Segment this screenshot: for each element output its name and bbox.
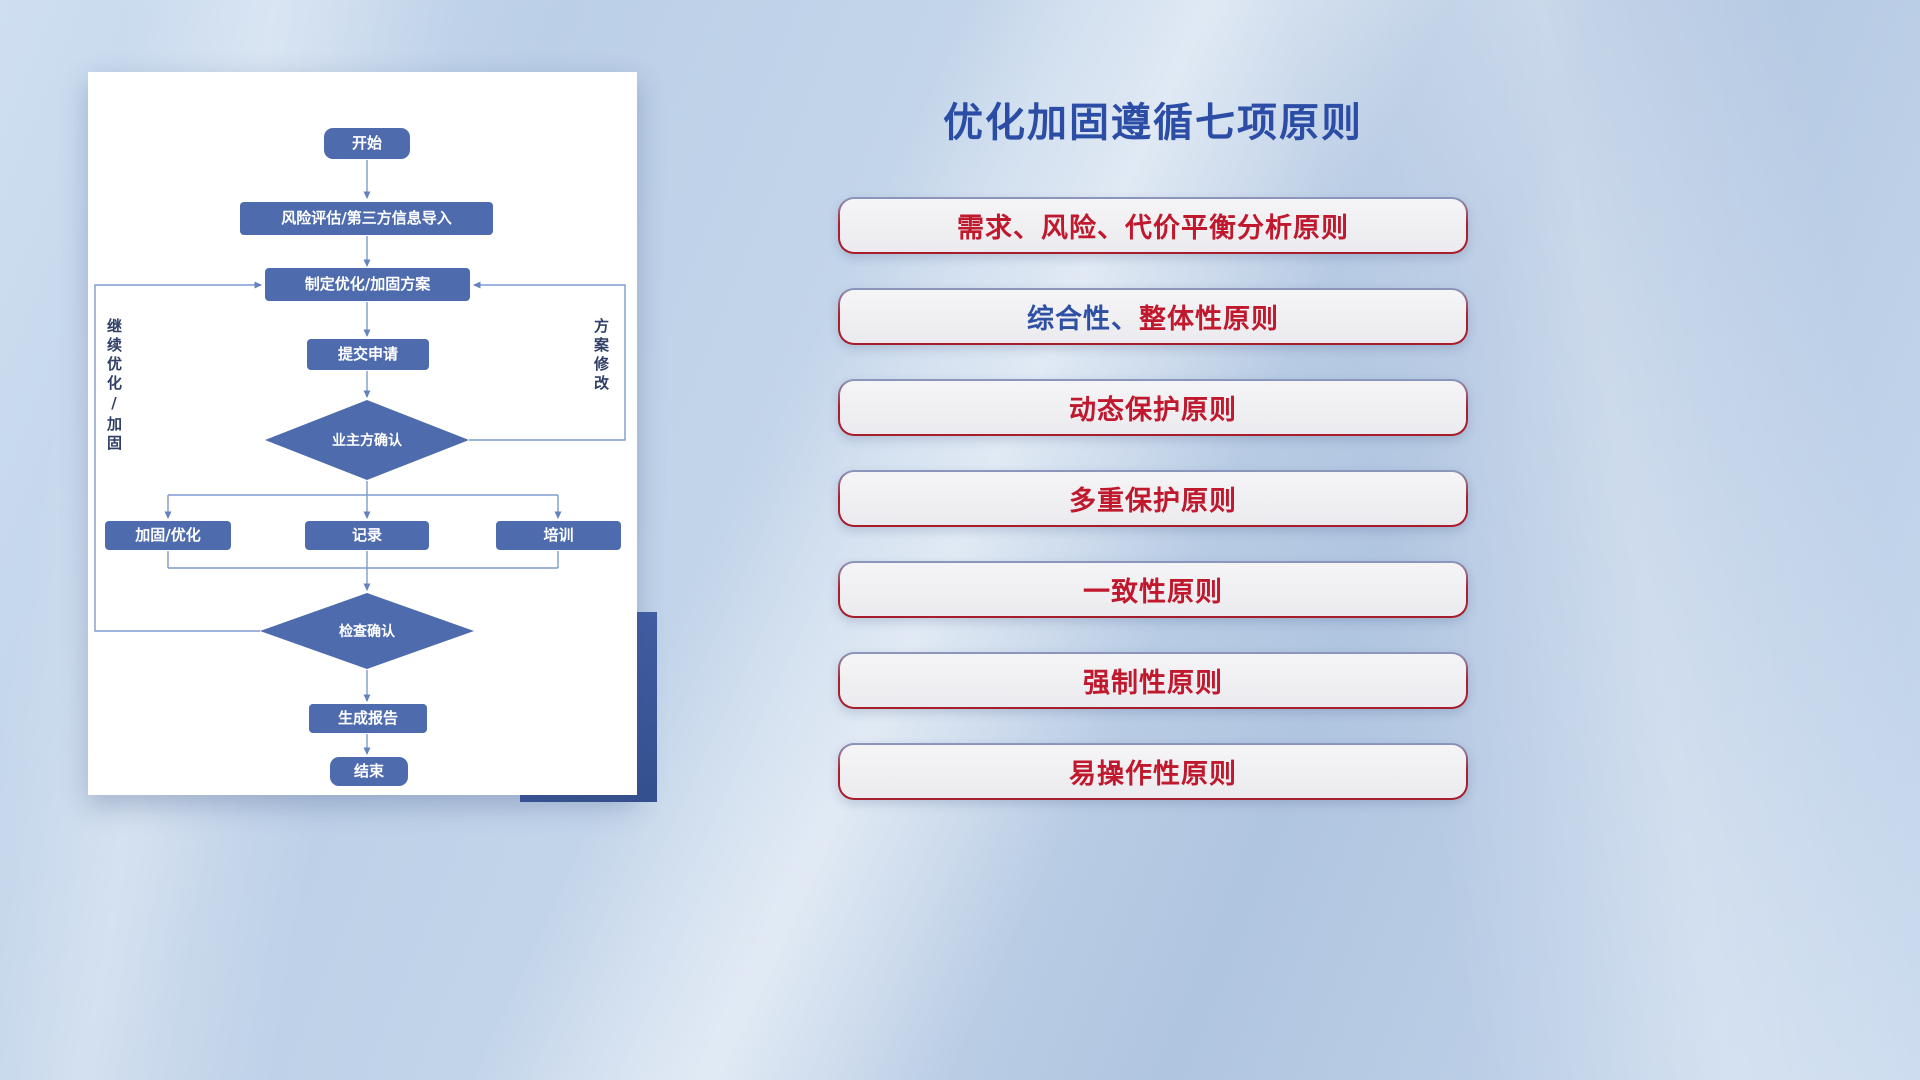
principle-2-part-2: 整体性原则 bbox=[1139, 304, 1279, 335]
principle-text-3: 动态保护原则 bbox=[840, 381, 1466, 434]
flow-node-training: 培训 bbox=[496, 521, 621, 550]
flowchart-card: 开始 风险评估/第三方信息导入 制定优化/加固方案 提交申请 业主方确认 加固/… bbox=[88, 72, 637, 795]
loop-label-continue-optimize: 继续优化/加固 bbox=[105, 318, 123, 454]
principles-list: 需求、风险、代价平衡分析原则 综合性、 整体性原则 动态保护原则 多重保护原则 bbox=[838, 197, 1468, 800]
flow-node-submit: 提交申请 bbox=[307, 339, 429, 370]
flow-node-risk-import: 风险评估/第三方信息导入 bbox=[240, 202, 493, 235]
flow-node-make-plan: 制定优化/加固方案 bbox=[265, 268, 470, 301]
flow-node-start: 开始 bbox=[324, 128, 410, 159]
flow-node-reinforce: 加固/优化 bbox=[105, 521, 231, 550]
principle-5-part-1: 一致性原则 bbox=[1083, 577, 1223, 608]
principle-1-part-1: 需求、风险、代价平衡分析原则 bbox=[957, 213, 1349, 244]
flow-node-owner-confirm-label: 业主方确认 bbox=[332, 433, 402, 449]
principle-text-6: 强制性原则 bbox=[840, 654, 1466, 707]
principle-7-part-1: 易操作性原则 bbox=[1069, 759, 1237, 790]
principle-text-4: 多重保护原则 bbox=[840, 472, 1466, 525]
principle-4-part-1: 多重保护原则 bbox=[1069, 486, 1237, 517]
principle-card-1: 需求、风险、代价平衡分析原则 bbox=[838, 197, 1468, 254]
principle-card-2: 综合性、 整体性原则 bbox=[838, 288, 1468, 345]
flow-node-end: 结束 bbox=[330, 757, 408, 786]
principle-text-2: 综合性、 整体性原则 bbox=[840, 290, 1466, 343]
principle-card-6: 强制性原则 bbox=[838, 652, 1468, 709]
page-title: 优化加固遵循七项原则 bbox=[943, 100, 1363, 146]
principle-text-1: 需求、风险、代价平衡分析原则 bbox=[840, 199, 1466, 252]
flow-node-record: 记录 bbox=[305, 521, 429, 550]
principle-card-3: 动态保护原则 bbox=[838, 379, 1468, 436]
principle-3-part-1: 动态保护原则 bbox=[1069, 395, 1237, 426]
principle-6-part-1: 强制性原则 bbox=[1083, 668, 1223, 699]
flow-node-check-confirm-label: 检查确认 bbox=[339, 624, 395, 640]
principle-text-5: 一致性原则 bbox=[840, 563, 1466, 616]
flowchart-connectors bbox=[94, 160, 626, 755]
principle-2-part-1: 综合性、 bbox=[1027, 304, 1139, 335]
principle-card-4: 多重保护原则 bbox=[838, 470, 1468, 527]
principle-card-7: 易操作性原则 bbox=[838, 743, 1468, 800]
principle-card-5: 一致性原则 bbox=[838, 561, 1468, 618]
principle-text-7: 易操作性原则 bbox=[840, 745, 1466, 798]
loop-label-plan-modify: 方案修改 bbox=[592, 318, 610, 394]
flow-node-report: 生成报告 bbox=[309, 704, 427, 733]
